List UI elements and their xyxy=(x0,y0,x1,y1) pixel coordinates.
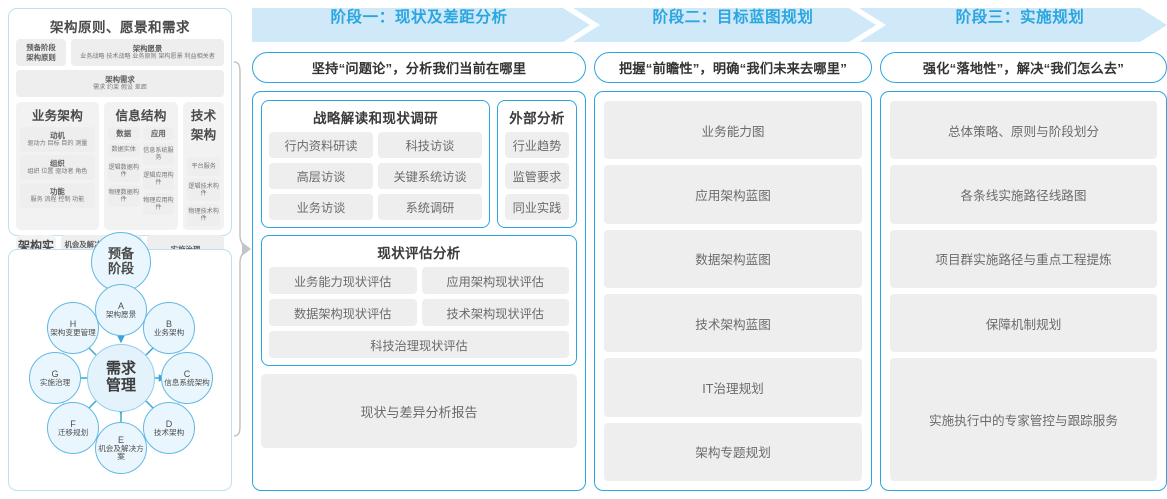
adm-bubble-prelim[interactable]: 预备 阶段 xyxy=(91,232,151,292)
adm-diagram: 预备 阶段 需求 管理 A 架构愿景 B 业务架构 C 信息系统架构 xyxy=(9,232,231,490)
phase-2-subtitle: 把握“前瞻性”，明确“我们未来去哪里” xyxy=(594,52,872,83)
phase-2-header: 阶段二：目标蓝图规划 xyxy=(652,9,814,26)
phase-1-body: 战略解读和现状调研 行内资料研读 科技访谈 高层访谈 关键系统访谈 业务访谈 系… xyxy=(252,91,586,491)
togaf-group-organization: 组织 组织 位置 驱动者 角色 xyxy=(20,155,95,180)
chip-item[interactable]: 架构专题规划 xyxy=(604,422,862,481)
phase-2-column: 把握“前瞻性”，明确“我们未来去哪里” 业务能力图 应用架构蓝图 数据架构蓝图 … xyxy=(594,52,872,491)
phase-3-column: 强化“落地性”，解决“我们怎么去” 总体策略、原则与阶段划分 各条线实施路径线路… xyxy=(880,52,1167,491)
togaf-column-technology: 技术架构 平台服务 逻辑技术构件 物理技术构件 xyxy=(183,102,224,230)
togaf-vision-items: 业务战略 技术战略 业务原则 架构愿景 利益相关者 xyxy=(80,53,215,61)
phase-1-header: 阶段一：现状及差距分析 xyxy=(330,9,508,26)
adm-bubble-center[interactable]: 需求 管理 xyxy=(87,344,155,412)
chip-item-full[interactable]: 科技治理现状评估 xyxy=(269,331,569,358)
togaf-column-business: 业务架构 动机 驱动力 目标 目的 测量 组织 组织 位置 驱动者 角色 功能 xyxy=(16,102,99,230)
chip-item[interactable]: 关键系统访谈 xyxy=(378,163,482,189)
current-state-assessment-items: 业务能力现状评估 应用架构现状评估 数据架构现状评估 技术架构现状评估 科技治理… xyxy=(269,267,569,358)
togaf-column-information-header: 信息结构 xyxy=(115,109,167,123)
togaf-group-motivation: 动机 驱动力 目标 目的 测量 xyxy=(20,127,95,152)
adm-cycle-panel: 预备 阶段 需求 管理 A 架构愿景 B 业务架构 C 信息系统架构 xyxy=(8,232,232,491)
togaf-row-vision: 预备阶段 架构原则 架构愿景 业务战略 技术战略 业务原则 架构愿景 利益相关者 xyxy=(16,39,224,66)
togaf-subcolumn-application: 应用 信息系统服务 逻辑应用构件 物理应用构件 xyxy=(142,127,175,215)
current-state-assessment-title: 现状评估分析 xyxy=(377,246,461,261)
chip-item[interactable]: 业务访谈 xyxy=(269,194,373,220)
togaf-requirements-box: 架构需求 需求 约束 假设 差距 xyxy=(16,70,224,97)
phase-3-subtitle: 强化“落地性”，解决“我们怎么去” xyxy=(880,52,1167,83)
togaf-vision-title: 架构愿景 xyxy=(132,44,163,54)
togaf-domain-columns: 业务架构 动机 驱动力 目标 目的 测量 组织 组织 位置 驱动者 角色 功能 xyxy=(16,102,224,230)
adm-bubble-f[interactable]: F 迁移规划 xyxy=(47,402,99,454)
current-state-assessment-card: 现状评估分析 业务能力现状评估 应用架构现状评估 数据架构现状评估 技术架构现状… xyxy=(261,235,577,366)
chip-item[interactable]: 实施执行中的专家管控与跟踪服务 xyxy=(890,358,1157,481)
adm-bubble-h[interactable]: H 架构变更管理 xyxy=(47,302,99,354)
togaf-column-business-header: 业务架构 xyxy=(31,109,84,123)
adm-bubble-e[interactable]: E 机会及解决方案 xyxy=(95,422,147,474)
chip-item[interactable]: 业务能力现状评估 xyxy=(269,267,417,294)
togaf-column-technology-header: 技术架构 xyxy=(190,109,217,142)
phase-2-body: 业务能力图 应用架构蓝图 数据架构蓝图 技术架构蓝图 IT治理规划 架构专题规划 xyxy=(594,91,872,491)
adm-bubble-a[interactable]: A 架构愿景 xyxy=(95,284,147,336)
adm-bubble-d[interactable]: D 技术架构 xyxy=(143,402,195,454)
togaf-column-information: 信息结构 数据 数据实体 逻辑数据构件 物理数据构件 应用 信息系统服务 逻辑应… xyxy=(103,102,179,230)
strategy-research-title: 战略解读和现状调研 xyxy=(312,111,439,126)
left-column: 架构原则、愿景和需求 预备阶段 架构原则 架构愿景 业务战略 技术战略 业务原则… xyxy=(8,8,232,491)
bracket-connector xyxy=(232,60,254,438)
chip-item[interactable]: 数据架构蓝图 xyxy=(604,229,862,288)
phase-2-items: 业务能力图 应用架构蓝图 数据架构蓝图 技术架构蓝图 IT治理规划 架构专题规划 xyxy=(604,101,862,481)
strategy-research-items: 行内资料研读 科技访谈 高层访谈 关键系统访谈 业务访谈 系统调研 xyxy=(269,132,482,220)
togaf-subcolumn-data: 数据 数据实体 逻辑数据构件 物理数据构件 xyxy=(107,127,140,215)
chip-item[interactable]: IT治理规划 xyxy=(604,358,862,417)
phase-3-items: 总体策略、原则与阶段划分 各条线实施路径线路图 项目群实施路径与重点工程提炼 保… xyxy=(890,101,1157,481)
togaf-prelim-line2: 架构原则 xyxy=(26,52,56,62)
togaf-prelim-box: 预备阶段 架构原则 xyxy=(16,39,66,66)
togaf-requirements-title: 架构需求 xyxy=(105,75,135,85)
chip-item[interactable]: 科技访谈 xyxy=(378,132,482,158)
adm-bubble-b[interactable]: B 业务架构 xyxy=(143,302,195,354)
phase-header-band xyxy=(252,8,1167,42)
togaf-content-framework-panel: 架构原则、愿景和需求 预备阶段 架构原则 架构愿景 业务战略 技术战略 业务原则… xyxy=(8,8,232,271)
chip-item[interactable]: 技术架构蓝图 xyxy=(604,293,862,353)
togaf-group-function: 功能 服务 流程 控制 功能 xyxy=(20,183,95,208)
chip-item[interactable]: 系统调研 xyxy=(378,194,482,220)
chip-item[interactable]: 数据架构现状评估 xyxy=(269,299,417,326)
chip-item[interactable]: 同业实践 xyxy=(505,194,569,220)
togaf-vision-box: 架构愿景 业务战略 技术战略 业务原则 架构愿景 利益相关者 xyxy=(71,39,224,66)
phase-1-report-box[interactable]: 现状与差异分析报告 xyxy=(261,374,577,448)
chip-item[interactable]: 总体策略、原则与阶段划分 xyxy=(890,101,1157,160)
external-analysis-items: 行业趋势 监管要求 同业实践 xyxy=(505,132,569,220)
chip-item[interactable]: 行业趋势 xyxy=(505,132,569,158)
external-analysis-title: 外部分析 xyxy=(509,111,565,126)
chip-item[interactable]: 应用架构蓝图 xyxy=(604,165,862,224)
chip-item[interactable]: 业务能力图 xyxy=(604,101,862,160)
chip-item[interactable]: 行内资料研读 xyxy=(269,132,373,158)
chip-item[interactable]: 应用架构现状评估 xyxy=(421,267,569,294)
chip-item[interactable]: 保障机制规划 xyxy=(890,294,1157,353)
strategy-research-card: 战略解读和现状调研 行内资料研读 科技访谈 高层访谈 关键系统访谈 业务访谈 系… xyxy=(261,100,490,228)
chip-item[interactable]: 项目群实施路径与重点工程提炼 xyxy=(890,229,1157,289)
togaf-requirements-items: 需求 约束 假设 差距 xyxy=(93,84,147,92)
adm-bubble-c[interactable]: C 信息系统架构 xyxy=(161,352,213,404)
chip-item[interactable]: 各条线实施路径线路图 xyxy=(890,165,1157,224)
chip-item[interactable]: 高层访谈 xyxy=(269,163,373,189)
phase-1-subtitle: 坚持“问题论”，分析我们当前在哪里 xyxy=(252,52,586,83)
chip-item[interactable]: 监管要求 xyxy=(505,163,569,189)
phase-1-top-row: 战略解读和现状调研 行内资料研读 科技访谈 高层访谈 关键系统访谈 业务访谈 系… xyxy=(261,100,577,228)
togaf-prelim-line1: 预备阶段 xyxy=(26,43,56,53)
adm-bubble-g[interactable]: G 实施治理 xyxy=(29,352,81,404)
togaf-panel-title: 架构原则、愿景和需求 xyxy=(50,20,190,35)
chip-item[interactable]: 技术架构现状评估 xyxy=(421,299,569,326)
external-analysis-card: 外部分析 行业趋势 监管要求 同业实践 xyxy=(497,100,577,228)
phase-3-header: 阶段三：实施规划 xyxy=(955,9,1085,26)
phase-1-column: 坚持“问题论”，分析我们当前在哪里 战略解读和现状调研 行内资料研读 科技访谈 … xyxy=(252,52,586,491)
phase-3-body: 总体策略、原则与阶段划分 各条线实施路径线路图 项目群实施路径与重点工程提炼 保… xyxy=(880,91,1167,491)
